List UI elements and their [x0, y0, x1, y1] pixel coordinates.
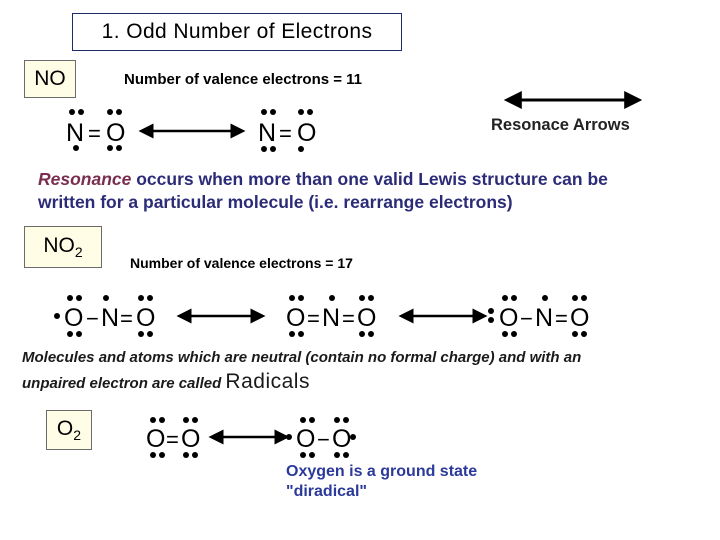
lone-pair-dots	[150, 417, 198, 458]
bond-symbol: =	[307, 306, 320, 331]
radicals-line2: unpaired electron are called	[22, 375, 226, 392]
bond-symbol: −	[317, 427, 330, 452]
atom-o: O	[286, 304, 305, 332]
diradical-note-line2: "diradical"	[286, 483, 367, 500]
atom-n: N	[66, 119, 84, 147]
bond-symbol: =	[279, 121, 292, 146]
radicals-term: Radicals	[225, 370, 310, 393]
atom-o: O	[499, 304, 518, 332]
formula-subscript: 2	[74, 244, 83, 260]
lone-pair-dots	[69, 109, 122, 151]
no2-structure-3: O − N = O	[488, 295, 589, 337]
diradical-note-line1: Oxygen is a ground state	[286, 463, 478, 480]
bond-symbol: =	[166, 427, 179, 452]
resonance-line1-rest: occurs when more than one valid Lewis st…	[131, 169, 608, 189]
atom-o: O	[296, 425, 315, 453]
atom-o: O	[357, 304, 376, 332]
resonance-definition: Resonance occurs when more than one vali…	[38, 168, 718, 214]
o2-structure-2: O − O	[286, 417, 356, 458]
atom-n: N	[258, 119, 276, 147]
resonance-line2: written for a particular molecule (i.e. …	[38, 192, 513, 212]
atom-o: O	[332, 425, 351, 453]
diradical-note: Oxygen is a ground state "diradical"	[286, 462, 477, 502]
formula-box-o2: O2	[46, 410, 92, 450]
atom-o: O	[106, 119, 125, 147]
formula-box-no: NO	[24, 60, 76, 98]
lone-pair-dots	[289, 295, 374, 337]
radicals-line1: Molecules and atoms which are neutral (c…	[22, 349, 582, 366]
resonance-arrows-label: Resonace Arrows	[491, 116, 630, 134]
formula-main: NO	[43, 234, 75, 257]
lone-pair-dots	[488, 295, 587, 337]
atom-n: N	[535, 304, 553, 332]
formula-subscript: 2	[73, 427, 82, 443]
no2-structure-2: O = N = O	[286, 295, 376, 337]
valence-note-no: Number of valence electrons = 11	[124, 71, 363, 88]
valence-note-no2: Number of valence electrons = 17	[130, 255, 353, 271]
formula-no2: NO2	[43, 234, 82, 260]
page-title: 1. Odd Number of Electrons	[72, 13, 402, 51]
atom-n: N	[322, 304, 340, 332]
lone-pair-dots	[261, 109, 313, 152]
atom-o: O	[64, 304, 83, 332]
bond-symbol: =	[120, 306, 133, 331]
formula-o2: O2	[57, 417, 81, 443]
bond-symbol: =	[342, 306, 355, 331]
atom-n: N	[101, 304, 119, 332]
lone-pair-dots	[54, 295, 153, 337]
o2-structure-1: O = O	[146, 417, 200, 458]
formula-main: O	[56, 417, 74, 440]
atom-o: O	[136, 304, 155, 332]
lone-pair-dots	[286, 417, 356, 458]
formula-no: NO	[34, 67, 66, 90]
bond-symbol: −	[86, 306, 99, 331]
no-structure-2: N = O	[258, 109, 316, 152]
no-structure-1: N = O	[66, 109, 125, 151]
bond-symbol: =	[555, 306, 568, 331]
atom-o: O	[570, 304, 589, 332]
formula-box-no2: NO2	[24, 226, 102, 268]
radicals-definition: Molecules and atoms which are neutral (c…	[22, 346, 720, 396]
no2-structure-1: O − N = O	[54, 295, 155, 337]
atom-o: O	[146, 425, 165, 453]
bond-symbol: =	[88, 121, 101, 146]
resonance-term: Resonance	[38, 169, 132, 189]
atom-o: O	[297, 119, 316, 147]
atom-o: O	[181, 425, 200, 453]
bond-symbol: −	[520, 306, 533, 331]
